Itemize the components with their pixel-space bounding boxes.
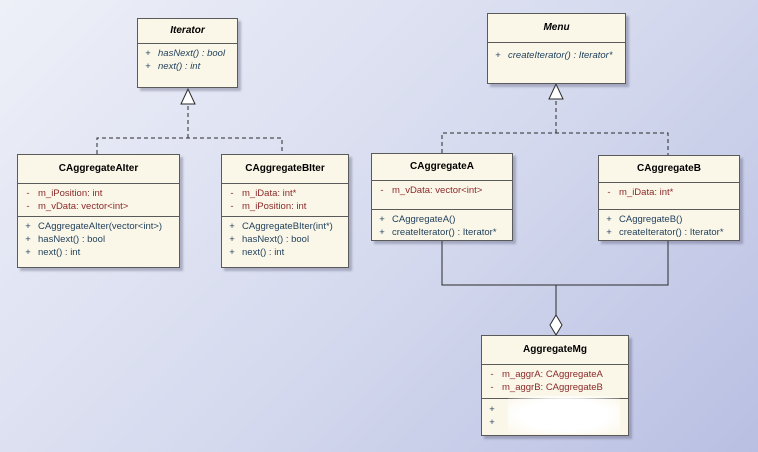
attribute: -m_iPosition: int: [230, 201, 307, 212]
operation: +CAggregateB(): [606, 214, 683, 225]
class-caggregatea[interactable]: CAggregateA -m_vData: vector<int> +CAggr…: [371, 153, 513, 241]
aggregation-aggregatemg: [441, 240, 669, 336]
class-name: CAggregateA: [372, 154, 512, 181]
operation: +next() : int: [145, 61, 201, 72]
realization-iterator: [96, 87, 283, 154]
attributes-section: -m_iData: int* -m_iPosition: int: [222, 184, 348, 216]
class-caggregateb[interactable]: CAggregateB -m_iData: int* +CAggregateB(…: [598, 155, 740, 241]
operation: +hasNext() : bool: [229, 234, 310, 245]
attribute: -m_iData: int*: [607, 187, 674, 198]
operation: +CAggregateBIter(int*): [229, 221, 333, 232]
operation: +next() : int: [25, 247, 81, 258]
operation: +CAggregateA(): [379, 214, 456, 225]
class-name: AggregateMg: [482, 336, 628, 365]
operations-section: +CAggregateB() +createIterator() : Itera…: [599, 209, 739, 242]
class-name: CAggregateBIter: [222, 155, 348, 184]
operations-section: +CAggregateA() +createIterator() : Itera…: [372, 209, 512, 242]
operation: +createIterator() : Iterator*: [379, 227, 497, 238]
class-name: Iterator: [138, 19, 237, 44]
operations-section: +createIterator() : Iterator*: [488, 43, 625, 65]
operation: +hasNext() : bool: [25, 234, 106, 245]
attributes-section: -m_iData: int*: [599, 183, 739, 209]
operations-section: +CAggregateBIter(int*) +hasNext() : bool…: [222, 216, 348, 262]
attributes-section: -m_aggrA: CAggregateA -m_aggrB: CAggrega…: [482, 365, 628, 398]
operation: +CAggregateAIter(vector<int>): [25, 221, 163, 232]
operations-section: +hasNext() : bool +next() : int: [138, 44, 237, 76]
class-name: Menu: [488, 14, 625, 43]
attribute: -m_iPosition: int: [26, 188, 103, 199]
attribute: -m_aggrB: CAggregateB: [490, 382, 603, 393]
operation: +hasNext() : bool: [145, 48, 226, 59]
class-name: CAggregateAIter: [18, 155, 179, 184]
operation: +: [489, 404, 495, 415]
operations-section: +CAggregateAIter(vector<int>) +hasNext()…: [18, 216, 179, 262]
class-name: CAggregateB: [599, 156, 739, 183]
class-menu[interactable]: Menu +createIterator() : Iterator*: [487, 13, 626, 84]
class-caggregateaiter[interactable]: CAggregateAIter -m_iPosition: int -m_vDa…: [17, 154, 180, 268]
attribute: -m_iData: int*: [230, 188, 297, 199]
operation: +next() : int: [229, 247, 285, 258]
attribute: -m_aggrA: CAggregateA: [490, 369, 603, 380]
class-caggregatebiter[interactable]: CAggregateBIter -m_iData: int* -m_iPosit…: [221, 154, 349, 268]
operation: +createIterator() : Iterator*: [495, 50, 613, 61]
operation: +: [489, 417, 495, 428]
attributes-section: -m_iPosition: int -m_vData: vector<int>: [18, 184, 179, 216]
attribute: -m_vData: vector<int>: [380, 185, 483, 196]
attribute: -m_vData: vector<int>: [26, 201, 129, 212]
operation: +createIterator() : Iterator*: [606, 227, 724, 238]
realization-menu: [441, 82, 669, 155]
class-iterator[interactable]: Iterator +hasNext() : bool +next() : int: [137, 18, 238, 88]
watermark-blur: [508, 396, 620, 434]
attributes-section: -m_vData: vector<int>: [372, 181, 512, 209]
